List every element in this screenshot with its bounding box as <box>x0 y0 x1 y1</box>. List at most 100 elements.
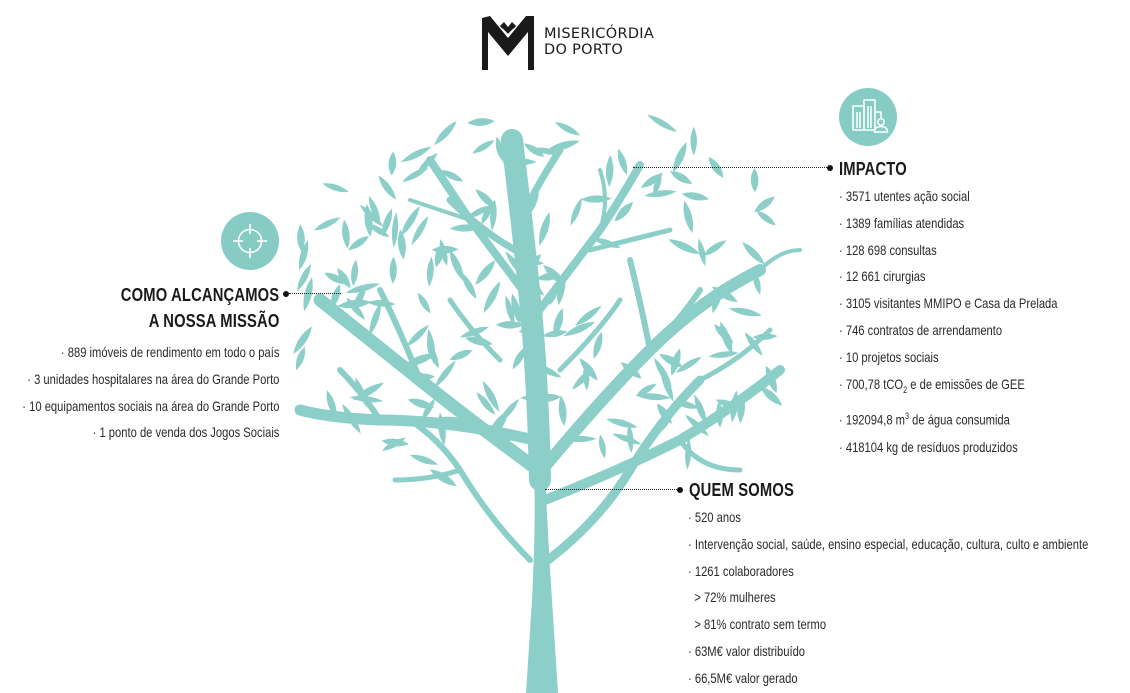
tree-leaf <box>546 140 580 151</box>
tree-leaf <box>400 146 432 163</box>
tree-leaf <box>417 292 431 314</box>
tree-leaf <box>303 277 313 312</box>
tree-leaf <box>382 208 393 237</box>
tree-leaf <box>510 447 533 470</box>
tree-branch <box>408 198 472 222</box>
tree-leaf <box>410 454 439 465</box>
tree-leaf <box>402 167 429 183</box>
tree-branch <box>758 248 802 272</box>
tree-leaf <box>367 300 396 307</box>
tree-leaf <box>369 302 382 336</box>
who-item: · Intervenção social, saúde, ensino espe… <box>688 535 1089 552</box>
mission-title-line-1: COMO ALCANÇAMOS <box>120 285 279 305</box>
tree-leaf <box>475 260 496 285</box>
tree-leaf <box>417 152 438 173</box>
tree-leaf <box>661 401 676 432</box>
tree-leaf <box>756 210 776 226</box>
tree-branch <box>407 417 533 563</box>
tree-leaf <box>760 386 783 406</box>
tree-leaf <box>694 394 707 425</box>
tree-leaf <box>579 358 598 381</box>
tree-leaf <box>742 242 765 265</box>
tree-leaf <box>440 170 464 182</box>
tree-branch <box>587 227 673 253</box>
tree-leaf <box>491 413 508 436</box>
tree-leaf <box>483 281 501 313</box>
who-item: > 72% mulheres <box>694 589 776 606</box>
tree-leaf <box>653 172 662 196</box>
tree-leaf <box>297 224 305 253</box>
tree-leaf <box>524 276 545 296</box>
tree-leaf <box>524 192 539 220</box>
tree-leaf <box>401 205 420 237</box>
crosshair-target-icon <box>221 212 279 270</box>
tree-leaf <box>505 295 515 326</box>
impact-item: · 12 661 cirurgias <box>839 268 926 285</box>
who-item: · 66,5M€ valor gerado <box>688 669 798 686</box>
mission-title-line-2: A NOSSA MISSÃO <box>148 311 279 331</box>
tree-leaf <box>518 325 543 334</box>
tree-leaf <box>368 195 381 224</box>
tree-leaf <box>605 154 614 187</box>
who-item: · 63M€ valor distribuído <box>688 642 806 659</box>
tree-leaf <box>465 336 493 346</box>
impact-list: · 3571 utentes ação social · 1389 famíli… <box>839 183 1112 460</box>
tree-leaf <box>429 469 457 487</box>
tree-leaf <box>683 200 694 234</box>
tree-leaf <box>492 434 519 443</box>
tree-branch <box>557 297 623 373</box>
tree-leaf <box>476 392 496 416</box>
mission-item: · 3 unidades hospitalares na área do Gra… <box>26 370 280 387</box>
tree-leaf <box>512 346 527 370</box>
tree-leaf <box>403 353 436 367</box>
tree-leaf <box>543 264 566 285</box>
impact-item: · 1389 famílias atendidas <box>839 214 965 231</box>
tree-leaf <box>675 356 702 373</box>
tree-leaf <box>571 367 594 390</box>
tree-leaf <box>378 175 397 200</box>
who-item: > 81% contrato sem termo <box>694 616 827 633</box>
tree-leaf <box>397 229 406 260</box>
tree-leaf <box>728 307 762 317</box>
tree-leaf <box>765 365 777 394</box>
tree-leaf <box>531 147 562 155</box>
tree-leaf <box>539 211 550 246</box>
tree-leaf <box>326 390 337 419</box>
tree-branch <box>677 437 743 473</box>
tree-leaf <box>754 196 776 213</box>
tree-leaf <box>342 403 361 434</box>
tree-leaf <box>548 282 558 306</box>
tree-leaf <box>367 223 390 238</box>
tree-leaf <box>406 324 430 347</box>
tree-leaf <box>322 183 349 193</box>
tree-leaf <box>505 251 526 278</box>
tree-leaf <box>524 254 542 273</box>
tree-branch <box>543 375 705 565</box>
tree-leaf <box>355 377 367 408</box>
tree-leaf <box>295 346 306 371</box>
tree-leaf <box>439 238 448 267</box>
tree-leaf <box>434 360 456 388</box>
tree-leaf <box>712 284 722 314</box>
tree-leaf <box>730 390 739 423</box>
tree-leaf <box>574 306 602 326</box>
tree-leaf <box>558 395 567 427</box>
impact-item: · 10 projetos sociais <box>839 348 939 365</box>
tree-leaf <box>750 168 759 193</box>
tree-leaf <box>528 438 540 466</box>
tree-leaf <box>553 308 564 338</box>
tree-leaf <box>391 211 399 248</box>
tree-branch <box>446 196 519 254</box>
tree-branch <box>627 257 653 353</box>
impact-item: · 128 698 consultas <box>839 241 937 258</box>
impact-item: · 746 contratos de arrendamento <box>839 321 1003 338</box>
who-leader-dot <box>677 487 683 493</box>
tree-leaf <box>501 158 537 166</box>
tree-leaf <box>684 414 710 437</box>
mission-list: · 889 imóveis de rendimento em todo o pa… <box>0 339 279 446</box>
logo-mark-icon <box>482 16 534 70</box>
tree-leaf <box>481 200 494 225</box>
mission-leader-dot <box>283 291 289 297</box>
